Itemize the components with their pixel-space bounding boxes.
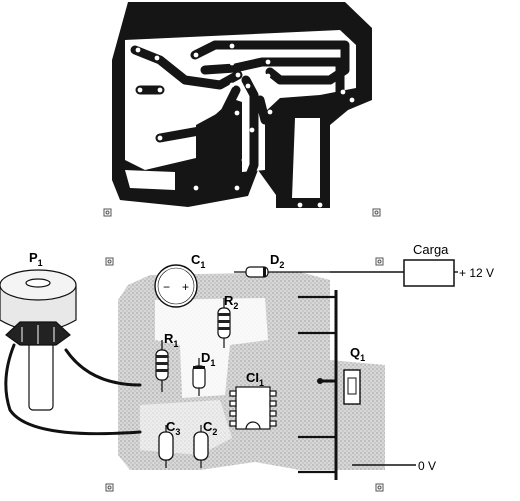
label-0v: 0 V — [418, 459, 436, 473]
capacitor-c3 — [158, 425, 174, 468]
registration-marks-bottom — [105, 257, 384, 492]
label-p1: P1 — [29, 250, 43, 268]
label-c1: C1 — [191, 252, 205, 270]
pcb-traces — [130, 40, 350, 193]
transistor-q1 — [317, 369, 361, 405]
heatsink-q1 — [298, 290, 338, 480]
copper-shading-void — [155, 298, 268, 398]
label-c3: C3 — [166, 419, 180, 437]
component-layout: − + — [0, 257, 458, 492]
pcb-void-right — [292, 118, 320, 198]
label-plus-12v: + 12 V — [459, 266, 494, 280]
diode-d1 — [192, 358, 206, 396]
capacitor-c2 — [193, 425, 209, 468]
label-r1: R1 — [164, 331, 178, 349]
potentiometer-p1 — [0, 269, 77, 411]
label-q1: Q1 — [350, 345, 365, 363]
resistor-r2 — [217, 298, 231, 348]
label-c2: C2 — [203, 419, 217, 437]
labels: P1 C1 D2 R2 R1 D1 CI1 Q1 C3 C2 Carga + 1… — [29, 242, 494, 473]
registration-marks-top — [103, 208, 381, 217]
label-ci1: CI1 — [246, 370, 264, 388]
resistor-r1 — [155, 340, 169, 392]
label-carga: Carga — [413, 242, 449, 257]
label-r2: R2 — [224, 293, 238, 311]
diode-d2 — [234, 266, 330, 278]
pcb-layout — [103, 2, 381, 217]
ic-ci1 — [229, 386, 277, 430]
load-box — [403, 259, 455, 287]
label-d2: D2 — [270, 252, 284, 270]
pcb-pads — [135, 43, 355, 208]
potentiometer-wires — [4, 343, 142, 436]
c1-plus-sign: + — [182, 280, 189, 294]
pcb-void-left — [125, 170, 175, 190]
c1-minus-sign: − — [163, 280, 170, 294]
label-d1: D1 — [201, 350, 215, 368]
capacitor-c1: − + — [154, 264, 198, 308]
